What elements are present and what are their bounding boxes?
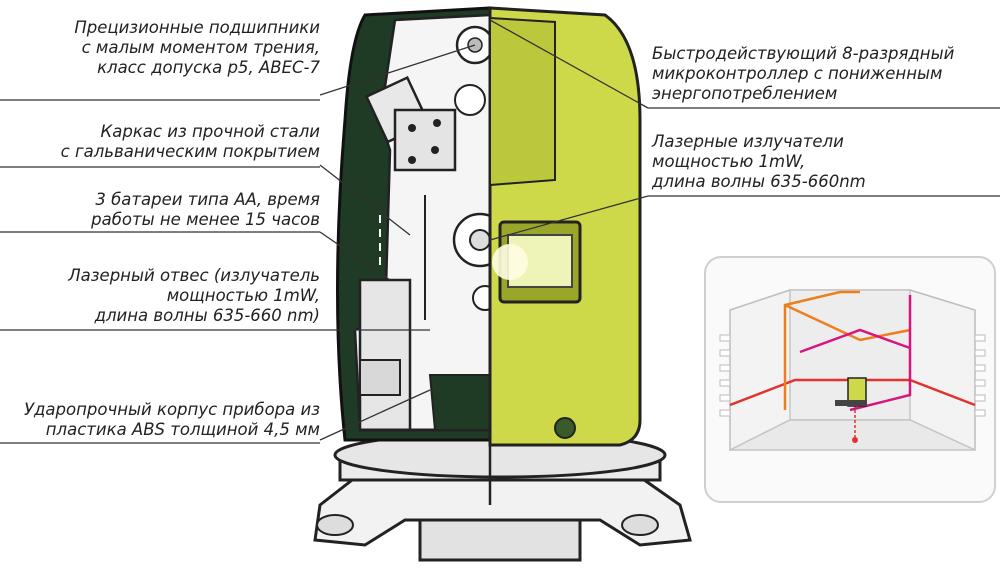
label-batteries: 3 батареи типа АА, время работы не менее…	[91, 190, 320, 229]
label-steel-frame: Каркас из прочной стали с гальваническим…	[60, 122, 320, 161]
instrument-base	[313, 431, 692, 562]
laser-emitter-window	[492, 220, 582, 304]
label-plumb-laser: Лазерный отвес (излучатель мощностью 1mW…	[68, 266, 320, 325]
housing-window-upper	[489, 16, 556, 187]
leader-lines	[0, 19, 1000, 444]
label-microcontroller: Быстродействующий 8-разрядный микроконтр…	[652, 44, 955, 103]
housing-screw	[554, 417, 576, 439]
room-inset	[704, 256, 996, 503]
label-bearings: Прецизионные подшипники с малым моментом…	[74, 18, 320, 77]
label-abs-housing: Ударопрочный корпус прибора из пластика …	[23, 400, 320, 439]
label-laser-emitters: Лазерные излучатели мощностью 1mW, длина…	[652, 132, 866, 191]
